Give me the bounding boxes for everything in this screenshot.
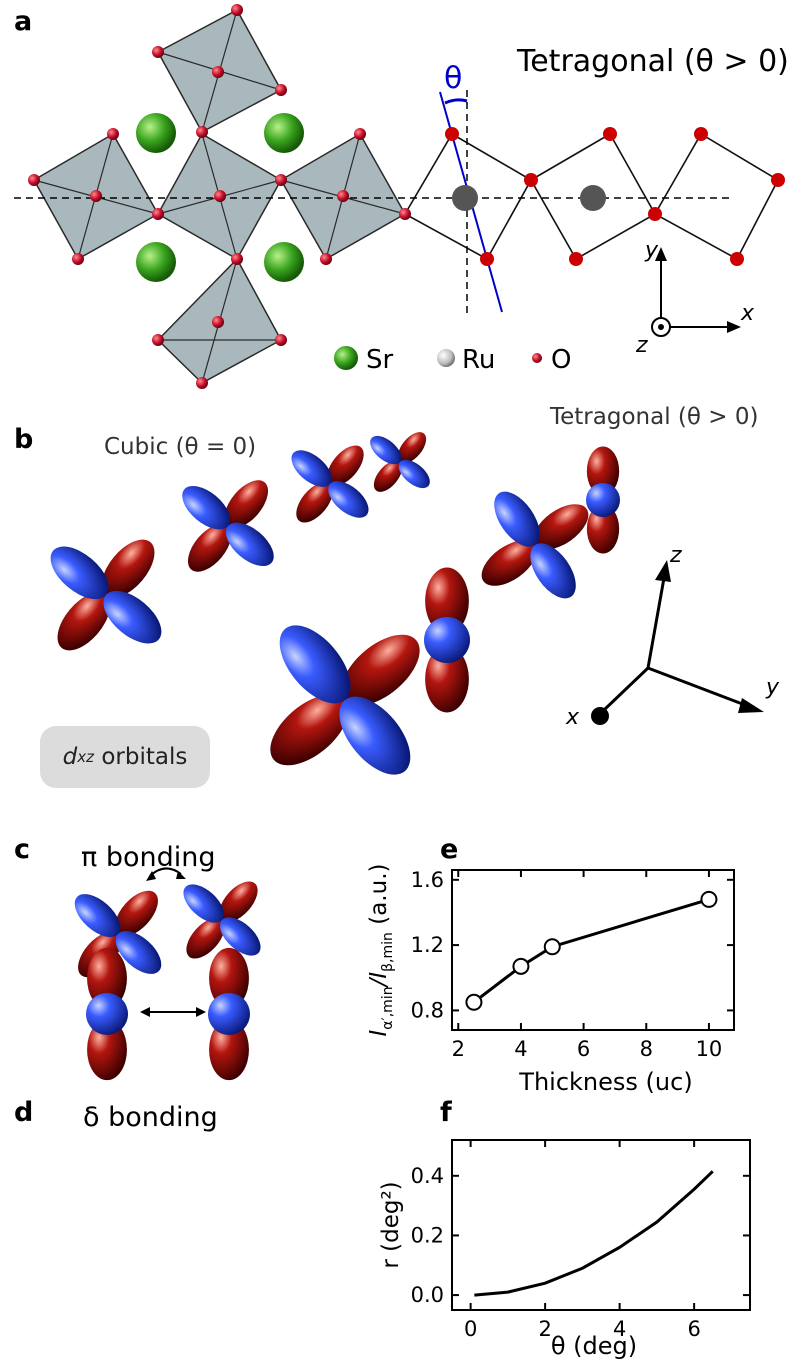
- chart-e-point: [512, 957, 530, 975]
- chart-e-xlabel: Thickness (uc): [518, 1068, 692, 1096]
- orbital-label-d: d: [62, 744, 78, 770]
- delta-bonding-title: δ bonding: [83, 1102, 218, 1133]
- axis-b-z-label: z: [669, 543, 682, 568]
- legend-ru: Ru: [462, 345, 495, 375]
- panel-label-e: e: [440, 834, 459, 865]
- chart-e-series: [465, 890, 718, 1011]
- delta-bond-arrow: [140, 1007, 206, 1017]
- chart-e-point: [465, 993, 483, 1011]
- atom-legend: Sr Ru O: [334, 345, 571, 375]
- axis-z-label: z: [635, 333, 648, 358]
- panel-label-c: c: [14, 834, 31, 865]
- chart-e-ytick-label: 1.2: [411, 933, 444, 957]
- chart-f-xlabel: θ (deg): [551, 1332, 637, 1360]
- sr-atoms: [136, 113, 304, 282]
- chart-e-line: [473, 897, 710, 1004]
- legend-sr: Sr: [366, 345, 394, 375]
- crystal-structure-figure: θ y x z: [14, 4, 785, 389]
- pi-bonding-title: π bonding: [81, 842, 216, 873]
- chart-f-xtick-label: 6: [687, 1317, 700, 1341]
- coordinate-axes-b: [591, 560, 764, 725]
- chart-e-point: [543, 938, 561, 956]
- chart-f-ylabel: r (deg²): [378, 1181, 404, 1268]
- chart-f-ytick-label: 0.2: [411, 1223, 444, 1247]
- chart-f-frame: [451, 1139, 751, 1311]
- axis-y-label: y: [644, 238, 659, 263]
- chart-e-xtick-label: 6: [577, 1037, 590, 1061]
- chart-f-xtick-label: 4: [613, 1317, 626, 1341]
- chart-f-xtick-label: 0: [464, 1317, 477, 1341]
- chart-e-ytick-label: 0.8: [411, 998, 444, 1022]
- chart-f-ytick-label: 0.0: [411, 1283, 444, 1307]
- axis-b-x-label: x: [565, 705, 580, 730]
- panel-a-title: Tetragonal (θ > 0): [517, 44, 789, 79]
- chart-f-series: [474, 1170, 714, 1297]
- chart-e-point: [700, 890, 718, 908]
- chart-e-ytick-label: 1.6: [411, 868, 444, 892]
- panel-label-b: b: [14, 424, 34, 455]
- panel-label-d: d: [14, 1097, 34, 1128]
- chart-f-ytick-label: 0.4: [411, 1164, 444, 1188]
- chart-f-line: [474, 1170, 714, 1297]
- orbital-label-xz: xz: [77, 748, 95, 766]
- tetragonal-label: Tetragonal (θ > 0): [550, 404, 759, 430]
- axis-b-y-label: y: [765, 675, 780, 700]
- panel-label-f: f: [440, 1097, 452, 1128]
- chart-e-xtick-label: 4: [514, 1037, 527, 1061]
- octahedra: [32, 8, 407, 384]
- orbital-label-rest: orbitals: [94, 744, 188, 770]
- panel-label-a: a: [14, 6, 33, 37]
- o-atoms: [28, 4, 785, 389]
- cubic-label: Cubic (θ = 0): [104, 434, 257, 460]
- chart-e-xtick-label: 2: [452, 1037, 465, 1061]
- legend-o: O: [551, 345, 571, 375]
- chart-f-ticks: 0 2 4 6 0.0 0.2 0.4: [411, 1140, 750, 1341]
- chart-e-frame: [451, 869, 735, 1031]
- axis-x-label: x: [740, 301, 755, 326]
- chart-e-ticks: 2 4 6 8 10 0.8 1.2 1.6: [411, 868, 734, 1061]
- coordinate-axes-a: [651, 247, 741, 337]
- chart-e-ylabel: Iα′,min/Iβ,min (a.u.): [366, 864, 396, 1037]
- chart-e-xtick-label: 10: [696, 1037, 723, 1061]
- theta-label: θ: [444, 61, 462, 96]
- chart-f-xtick-label: 2: [538, 1317, 551, 1341]
- chart-e-xtick-label: 8: [640, 1037, 653, 1061]
